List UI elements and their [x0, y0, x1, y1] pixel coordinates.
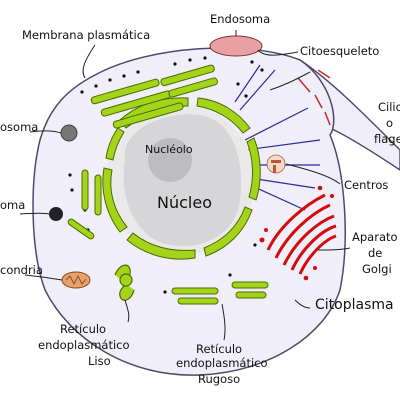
label-mitocondria: condria — [0, 263, 43, 277]
label-rer-2: endoplasmático — [176, 356, 268, 370]
label-rel-2: endoplasmático — [38, 338, 130, 352]
label-lisosoma: osoma — [0, 120, 39, 134]
label-rel-1: Retículo — [60, 322, 107, 336]
label-rel-3: Liso — [88, 354, 111, 368]
er-left — [67, 169, 102, 240]
chromatin — [123, 114, 242, 247]
label-rer-1: Retículo — [196, 342, 243, 356]
label-cilios-2: o — [386, 116, 394, 130]
label-aparato-2: de — [368, 246, 383, 260]
centrosome — [266, 154, 286, 174]
peroxisome — [49, 207, 63, 221]
nucleolus — [148, 138, 192, 182]
golgi-vesicles — [259, 185, 334, 281]
leader-lines — [19, 30, 351, 341]
label-membrana: Membrana plasmática — [22, 28, 151, 42]
label-endosoma: Endosoma — [210, 12, 271, 26]
label-cilios-3: flage — [374, 132, 400, 146]
label-aparato-1: Aparato — [352, 230, 398, 244]
label-citoesqueleto: Citoesqueleto — [300, 44, 380, 58]
label-nucleo: Núcleo — [157, 193, 212, 212]
cilia — [297, 69, 331, 126]
label-citoplasma: Citoplasma — [315, 297, 394, 313]
lysosome — [60, 124, 78, 142]
smooth-er — [114, 264, 135, 301]
rough-er — [171, 281, 269, 305]
mitochondrion — [61, 271, 91, 289]
label-cilios-1: Cilios — [378, 100, 400, 114]
label-centrosoma: Centros — [344, 178, 389, 192]
endosome — [209, 35, 263, 57]
label-nucleolo: Nucléolo — [145, 143, 193, 156]
golgi-apparatus — [266, 193, 337, 275]
label-aparato-3: Golgi — [362, 262, 392, 276]
endoplasmic-reticulum-top — [90, 64, 218, 129]
label-peroxisoma: oma — [0, 198, 26, 212]
label-rer-3: Rugoso — [198, 372, 241, 386]
